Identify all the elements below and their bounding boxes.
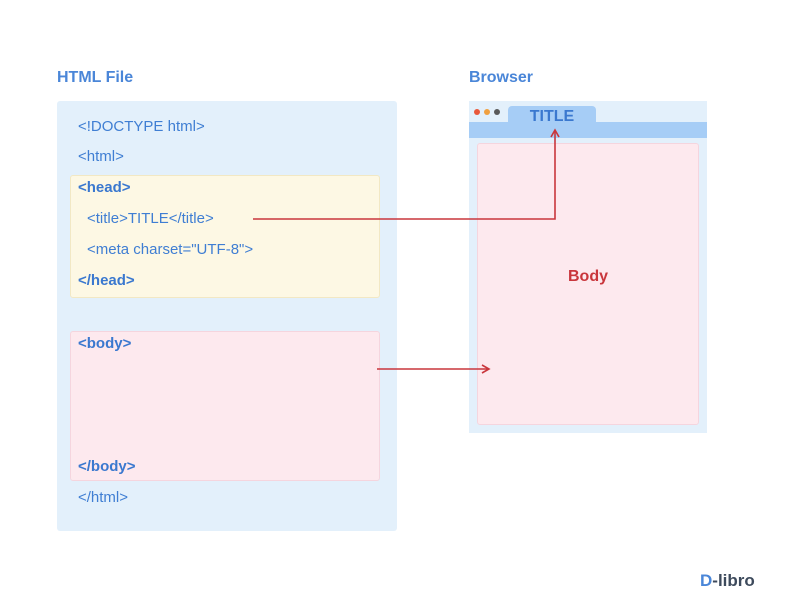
browser-heading: Browser <box>469 69 534 86</box>
browser-viewport <box>477 143 699 425</box>
logo-text: -libro <box>712 571 755 590</box>
head-section-box <box>70 175 380 298</box>
code-head-close: </head> <box>78 272 135 289</box>
code-doctype: <!DOCTYPE html> <box>78 118 205 135</box>
body-section-box <box>70 331 380 481</box>
code-title-line: <title>TITLE</title> <box>87 210 214 227</box>
window-minimize-dot-icon <box>484 109 490 115</box>
d-libro-logo: D-libro <box>700 571 755 591</box>
code-body-close: </body> <box>78 458 136 475</box>
code-html-close: </html> <box>78 489 129 506</box>
window-maximize-dot-icon <box>494 109 500 115</box>
title-arrow <box>253 128 560 220</box>
browser-tab-title: TITLE <box>508 106 596 128</box>
window-close-dot-icon <box>474 109 480 115</box>
html-file-heading: HTML File <box>57 69 134 86</box>
logo-mark: D <box>700 571 713 590</box>
browser-body-label: Body <box>568 268 608 285</box>
code-meta-line: <meta charset="UTF-8"> <box>87 241 254 258</box>
code-body-open: <body> <box>78 335 132 352</box>
code-head-open: <head> <box>78 179 131 196</box>
code-html-open: <html> <box>78 148 124 165</box>
